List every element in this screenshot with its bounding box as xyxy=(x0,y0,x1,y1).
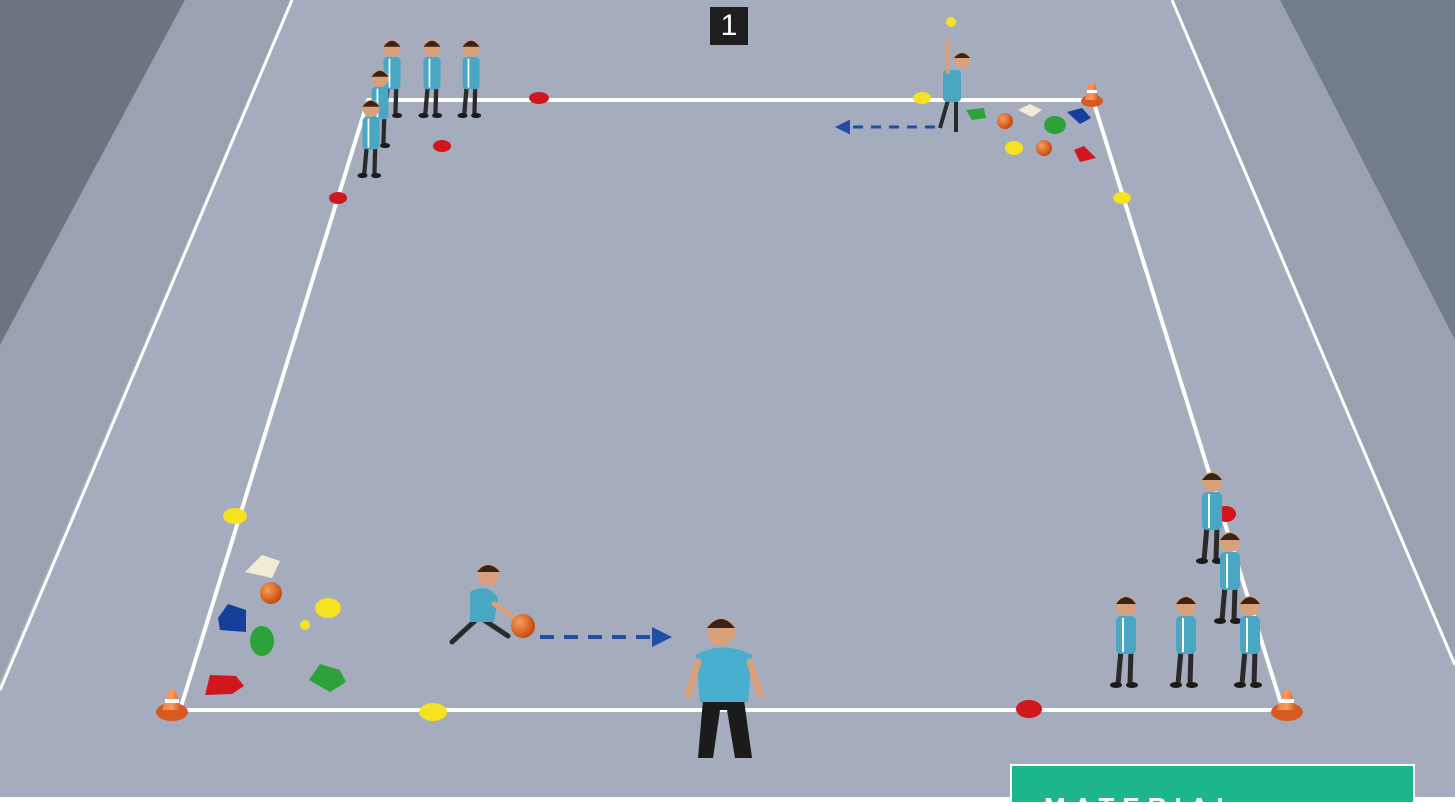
ball xyxy=(946,17,956,27)
disc-marker xyxy=(529,92,549,104)
material-label: MATERIAL xyxy=(1044,792,1240,804)
disc-marker xyxy=(1016,700,1042,718)
disc-marker xyxy=(419,703,447,721)
step-number-badge: 1 xyxy=(710,7,748,45)
disc-marker xyxy=(329,192,347,204)
disc-marker xyxy=(1113,192,1131,204)
material-box: MATERIAL xyxy=(1010,764,1415,804)
disc-marker xyxy=(433,140,451,152)
disc-marker xyxy=(223,508,247,524)
ball xyxy=(511,614,535,638)
disc-marker xyxy=(913,92,931,104)
